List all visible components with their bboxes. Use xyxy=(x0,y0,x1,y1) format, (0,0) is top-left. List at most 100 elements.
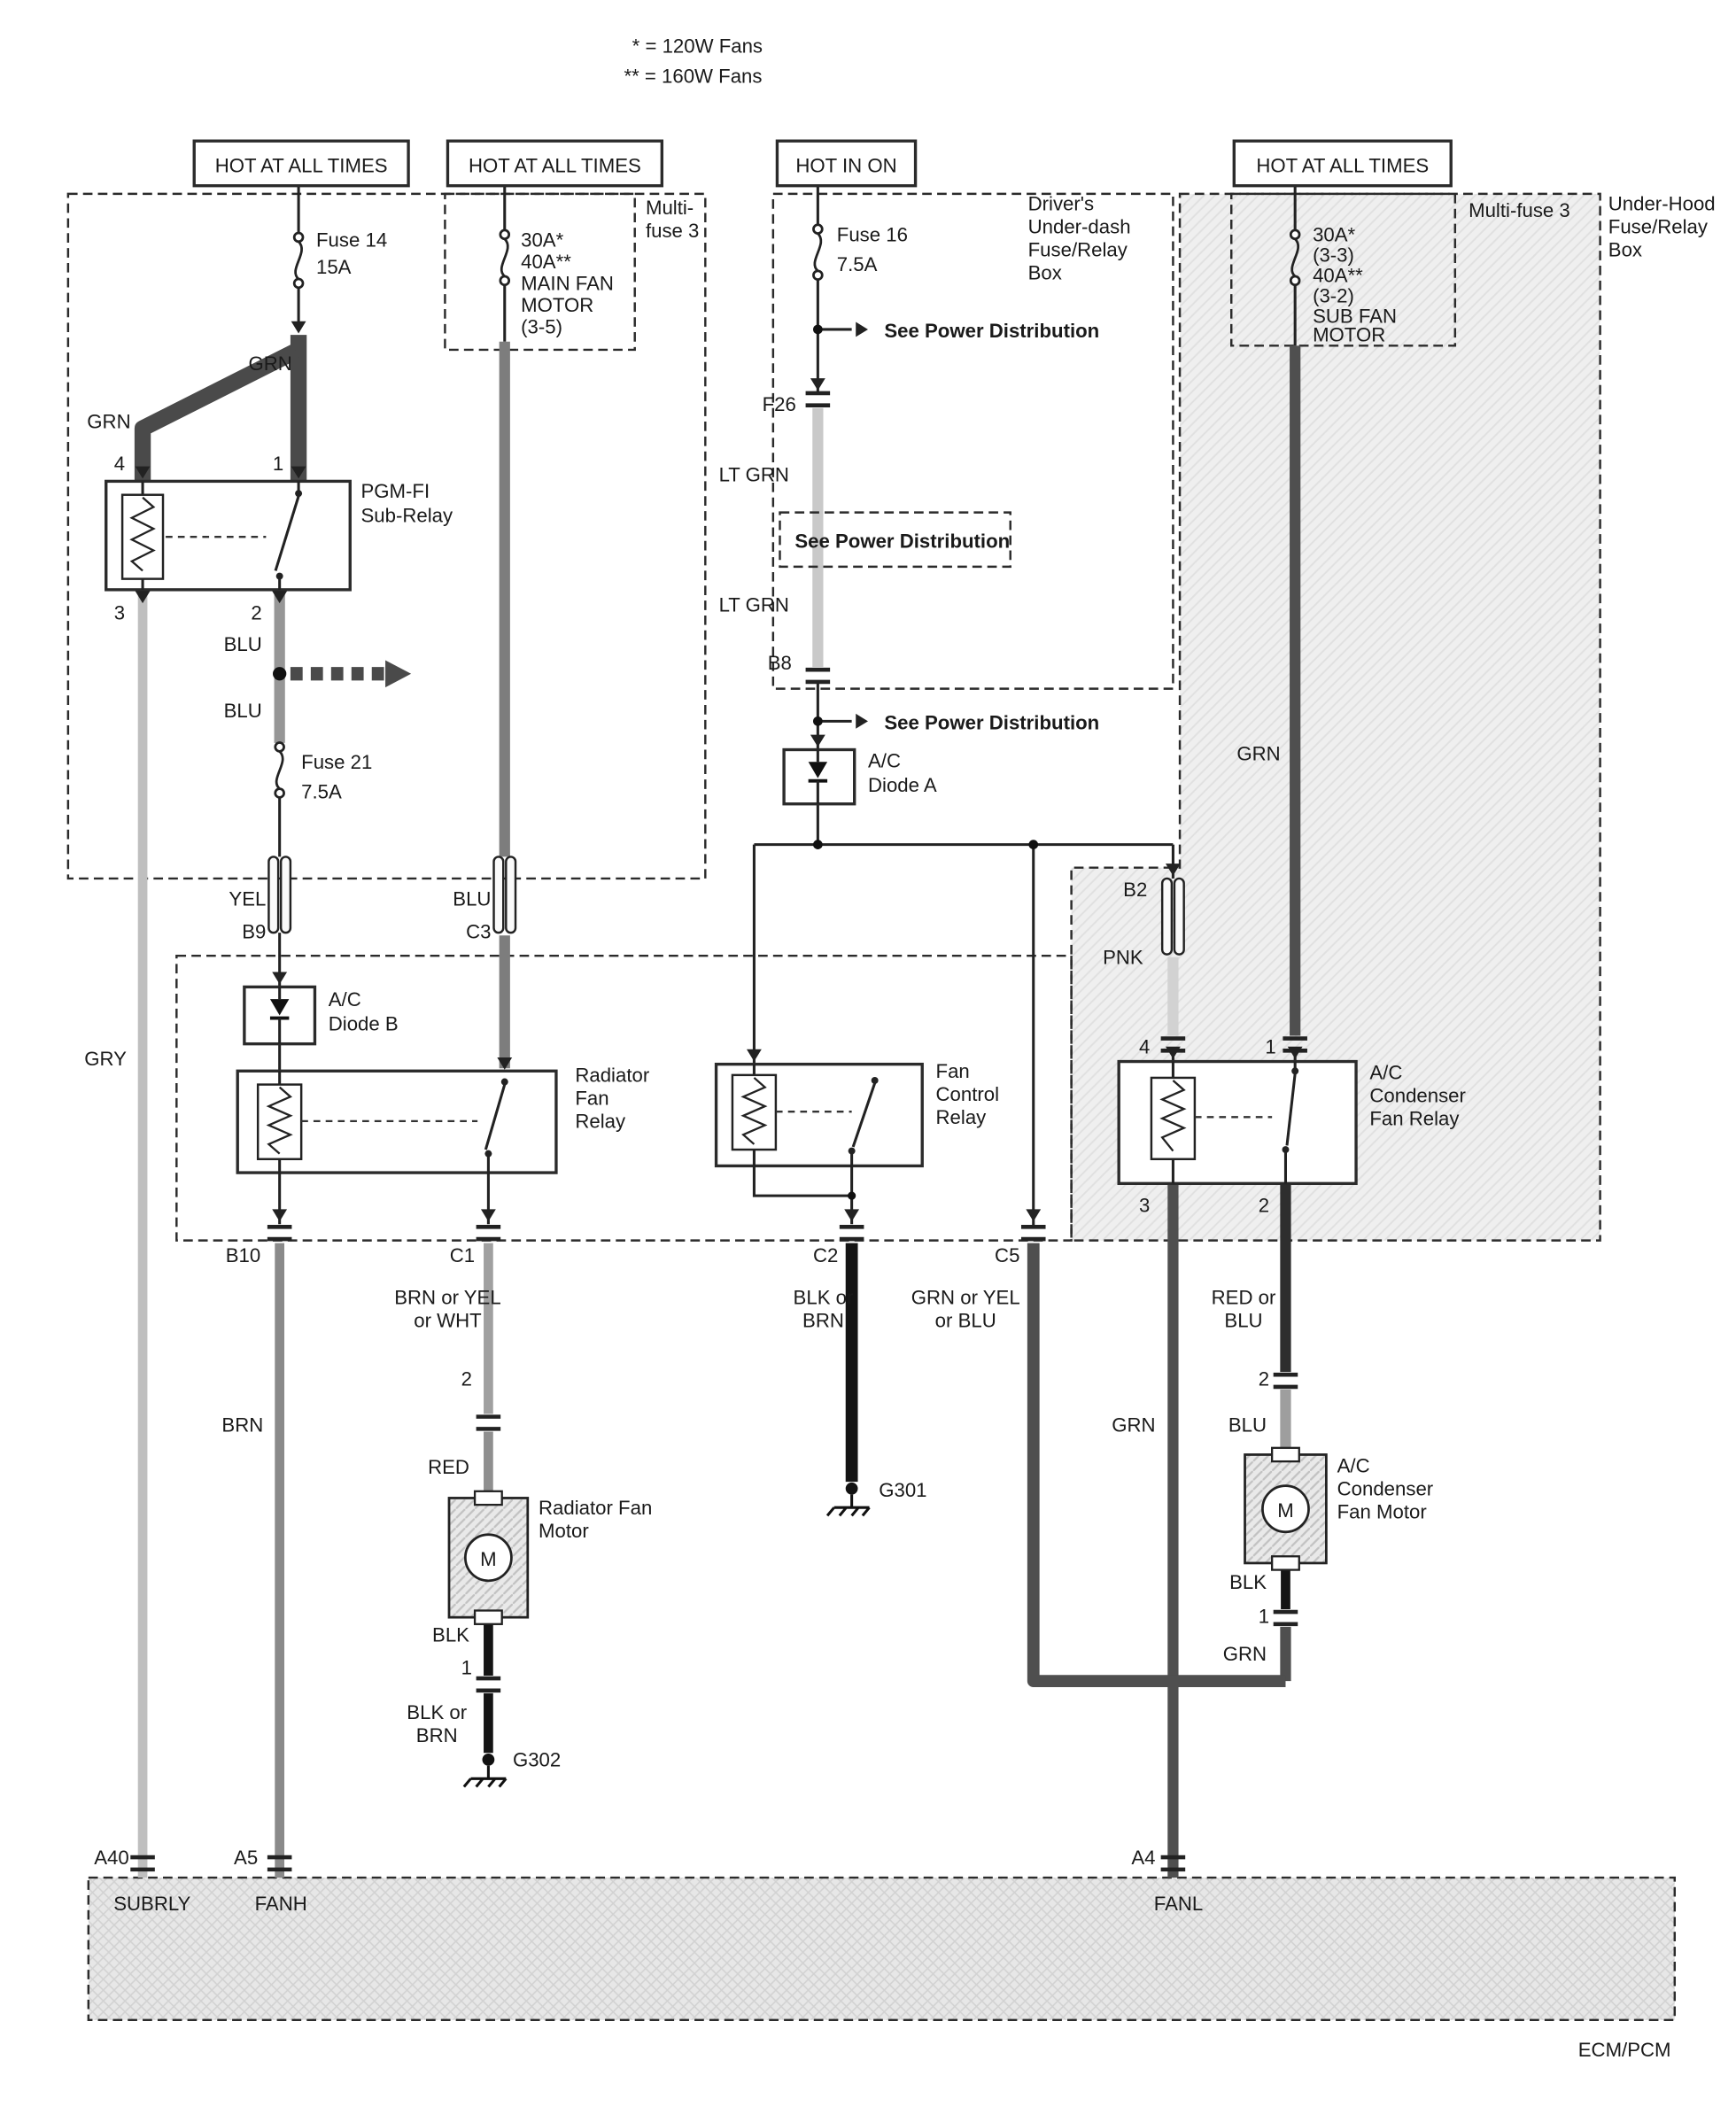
wire-label-blkbrn1: BLK or xyxy=(407,1701,467,1723)
multifuse-3-right-box xyxy=(1230,192,1457,347)
multifuse3-right-label: Multi-fuse 3 xyxy=(1469,199,1570,221)
header-hot4: HOT AT ALL TIMES xyxy=(1256,154,1429,176)
continuation-arrow-icon xyxy=(385,660,412,688)
ecm-pin-a5: A5 xyxy=(234,1847,258,1869)
ecm-pin-a40: A40 xyxy=(94,1847,128,1869)
multifuse-right-line6: MOTOR xyxy=(1313,324,1385,346)
fan-control-relay xyxy=(714,1062,924,1225)
wire-label-blk-a: BLK xyxy=(432,1624,469,1646)
pin-2b: 2 xyxy=(1259,1194,1269,1216)
multifuse-right-line4: (3-2) xyxy=(1313,284,1354,306)
pin-1-cond-motor: 1 xyxy=(1259,1605,1269,1627)
cond-motor-label1: A/C xyxy=(1337,1454,1370,1476)
multifuse-right-line2: (3-3) xyxy=(1313,244,1354,266)
pgmfi-label2: Sub-Relay xyxy=(361,504,453,526)
ecm-pin-a4: A4 xyxy=(1131,1847,1155,1869)
fuse21-rating: 7.5A xyxy=(301,781,342,803)
wire-label-grn-b: GRN xyxy=(87,411,130,433)
wire-label-pnk: PNK xyxy=(1103,946,1143,968)
multifuse-left-line2: 40A** xyxy=(521,251,571,273)
multifuse3-left-label2: fuse 3 xyxy=(646,220,699,242)
ecm-signal-subrly: SUBRLY xyxy=(113,1893,190,1915)
fan-control-label1: Fan xyxy=(936,1060,970,1082)
pin-4b: 4 xyxy=(1139,1035,1150,1057)
wire-label-ltgrn-2: LT GRN xyxy=(719,593,789,616)
diode-a-label2: Diode A xyxy=(868,774,937,796)
multifuse-left-line1: 30A* xyxy=(521,229,563,252)
cond-motor-m: M xyxy=(1277,1499,1293,1522)
drivers-underdash-box xyxy=(771,192,1174,690)
cond-relay-label3: Fan Relay xyxy=(1369,1108,1460,1130)
pin-3b: 3 xyxy=(1139,1194,1150,1216)
drivers-box-label1: Driver's xyxy=(1028,192,1095,214)
pin-1a: 1 xyxy=(273,453,283,475)
connector-label-b8: B8 xyxy=(768,652,792,674)
wire-label-grn-e: GRN xyxy=(1223,1643,1267,1665)
multifuse-right-line1: 30A* xyxy=(1313,223,1355,245)
fan-control-label2: Control xyxy=(936,1083,1000,1105)
fuse21-label: Fuse 21 xyxy=(301,751,372,773)
wires xyxy=(134,185,1301,1878)
hot-at-all-times-box-2 xyxy=(446,139,664,188)
ac-condenser-fan-relay xyxy=(1117,1059,1358,1186)
cond-motor-label3: Fan Motor xyxy=(1337,1500,1428,1522)
fuse14-label: Fuse 14 xyxy=(316,229,387,252)
drivers-box-label4: Box xyxy=(1028,261,1062,283)
pgmfi-sub-relay xyxy=(105,479,352,592)
ecm-signal-fanh: FANH xyxy=(255,1893,307,1915)
pin-2-rad-motor: 2 xyxy=(461,1367,472,1390)
cond-relay-label1: A/C xyxy=(1369,1061,1402,1083)
underhood-fuse-relay-box xyxy=(1070,192,1601,1242)
pin-2-cond-motor: 2 xyxy=(1259,1367,1269,1390)
ac-diode-a xyxy=(782,747,856,806)
connector-label-b9: B9 xyxy=(242,920,266,942)
cond-motor-label2: Condenser xyxy=(1337,1477,1434,1499)
ecm-pcm-box xyxy=(87,1876,1677,2022)
connector-label-b10: B10 xyxy=(226,1244,260,1266)
pin-2a: 2 xyxy=(251,602,261,624)
rad-motor-label1: Radiator Fan xyxy=(539,1497,652,1519)
wire-label-blkbrn2: BRN xyxy=(416,1724,458,1746)
wire-label-red: RED xyxy=(428,1456,469,1478)
hot-at-all-times-box-3 xyxy=(1232,139,1453,188)
wire-label-c2-color1: BLK or xyxy=(794,1287,854,1309)
pin-3a: 3 xyxy=(114,602,125,624)
wire-label-c5-color1: GRN or YEL xyxy=(911,1287,1020,1309)
multifuse-3-left-box xyxy=(444,192,636,352)
junction-dot xyxy=(273,667,287,681)
wire-label-blu-d: BLU xyxy=(1228,1413,1267,1436)
ac-condenser-fan-motor xyxy=(1244,1446,1328,1571)
drivers-box-label3: Fuse/Relay xyxy=(1028,238,1128,260)
rad-relay-label3: Relay xyxy=(575,1111,626,1133)
wire-label-blu-c: BLU xyxy=(453,888,491,910)
rad-motor-m: M xyxy=(480,1548,496,1570)
legend-120w: * = 120W Fans xyxy=(632,35,763,58)
diagram-text: * = 120W Fans ** = 160W Fans HOT AT ALL … xyxy=(84,35,1715,2061)
rad-relay-label1: Radiator xyxy=(575,1065,649,1087)
wire-label-gry: GRY xyxy=(84,1048,127,1070)
radiator-fan-relay xyxy=(236,1069,558,1225)
left-fuse-relay-box xyxy=(66,192,707,880)
see-power-distribution-3: See Power Distribution xyxy=(884,712,1099,734)
pin-1b: 1 xyxy=(1265,1035,1275,1057)
pgmfi-label1: PGM-FI xyxy=(361,480,430,502)
ground-label-g301: G301 xyxy=(879,1479,926,1501)
see-power-distribution-2: See Power Distribution xyxy=(794,530,1010,552)
ground-label-g302: G302 xyxy=(513,1749,561,1771)
header-hot1: HOT AT ALL TIMES xyxy=(215,154,388,176)
motor-symbol xyxy=(1261,1484,1310,1534)
drivers-box-label2: Under-dash xyxy=(1028,215,1131,237)
legend-160w: ** = 160W Fans xyxy=(624,65,762,87)
multifuse-right-line3: 40A** xyxy=(1313,264,1363,286)
connector-label-c2: C2 xyxy=(813,1244,838,1266)
connector-label-b2: B2 xyxy=(1123,879,1147,901)
wire-label-yel: YEL xyxy=(229,888,266,910)
ecm-pcm-label: ECM/PCM xyxy=(1578,2039,1671,2061)
wire-label-redblu1: RED or xyxy=(1212,1287,1276,1309)
wire-label-ltgrn-1: LT GRN xyxy=(719,463,789,485)
fuse16-rating: 7.5A xyxy=(837,253,878,275)
wire-label-blu-a: BLU xyxy=(224,633,262,655)
hot-in-on-box xyxy=(775,139,918,188)
wire-label-grn-c: GRN xyxy=(1236,743,1280,765)
